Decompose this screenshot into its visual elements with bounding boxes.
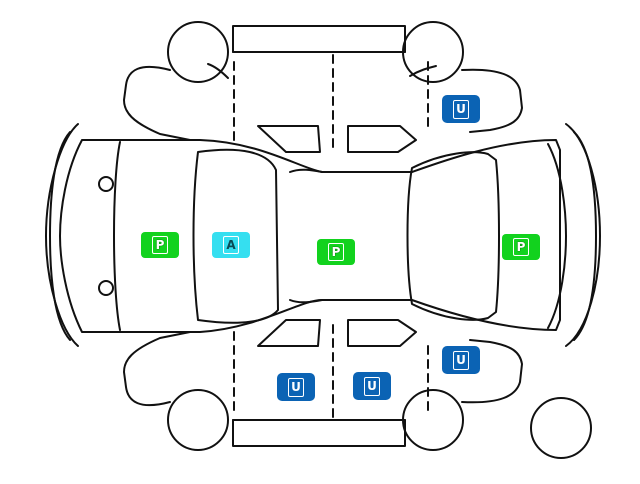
bottom-front-wheel: [167, 389, 229, 451]
top-side-view: [123, 21, 523, 153]
marker-code: P: [152, 236, 168, 254]
damage-marker-roof[interactable]: P: [317, 239, 355, 265]
marker-code: U: [364, 376, 380, 396]
marker-code: U: [288, 377, 304, 397]
damage-marker-top-rear-door[interactable]: U: [442, 95, 480, 123]
bottom-rear-wheel: [402, 389, 464, 451]
marker-code: P: [513, 238, 529, 256]
damage-marker-bottom-rear-door[interactable]: U: [353, 372, 391, 400]
marker-code: A: [223, 236, 239, 254]
damage-marker-hood[interactable]: A: [212, 232, 250, 258]
bottom-side-view: [123, 319, 592, 459]
damage-marker-trunk[interactable]: P: [502, 234, 540, 260]
damage-marker-left-body[interactable]: P: [141, 232, 179, 258]
marker-code: U: [453, 350, 469, 370]
plan-view: [45, 123, 601, 347]
top-rear-wheel: [402, 21, 464, 83]
marker-code: P: [328, 243, 344, 261]
damage-marker-bottom-front-door[interactable]: U: [277, 373, 315, 401]
spare-wheel: [530, 397, 592, 459]
marker-code: U: [453, 99, 469, 119]
top-front-wheel: [167, 21, 229, 83]
damage-marker-bottom-rear-quarter[interactable]: U: [442, 346, 480, 374]
